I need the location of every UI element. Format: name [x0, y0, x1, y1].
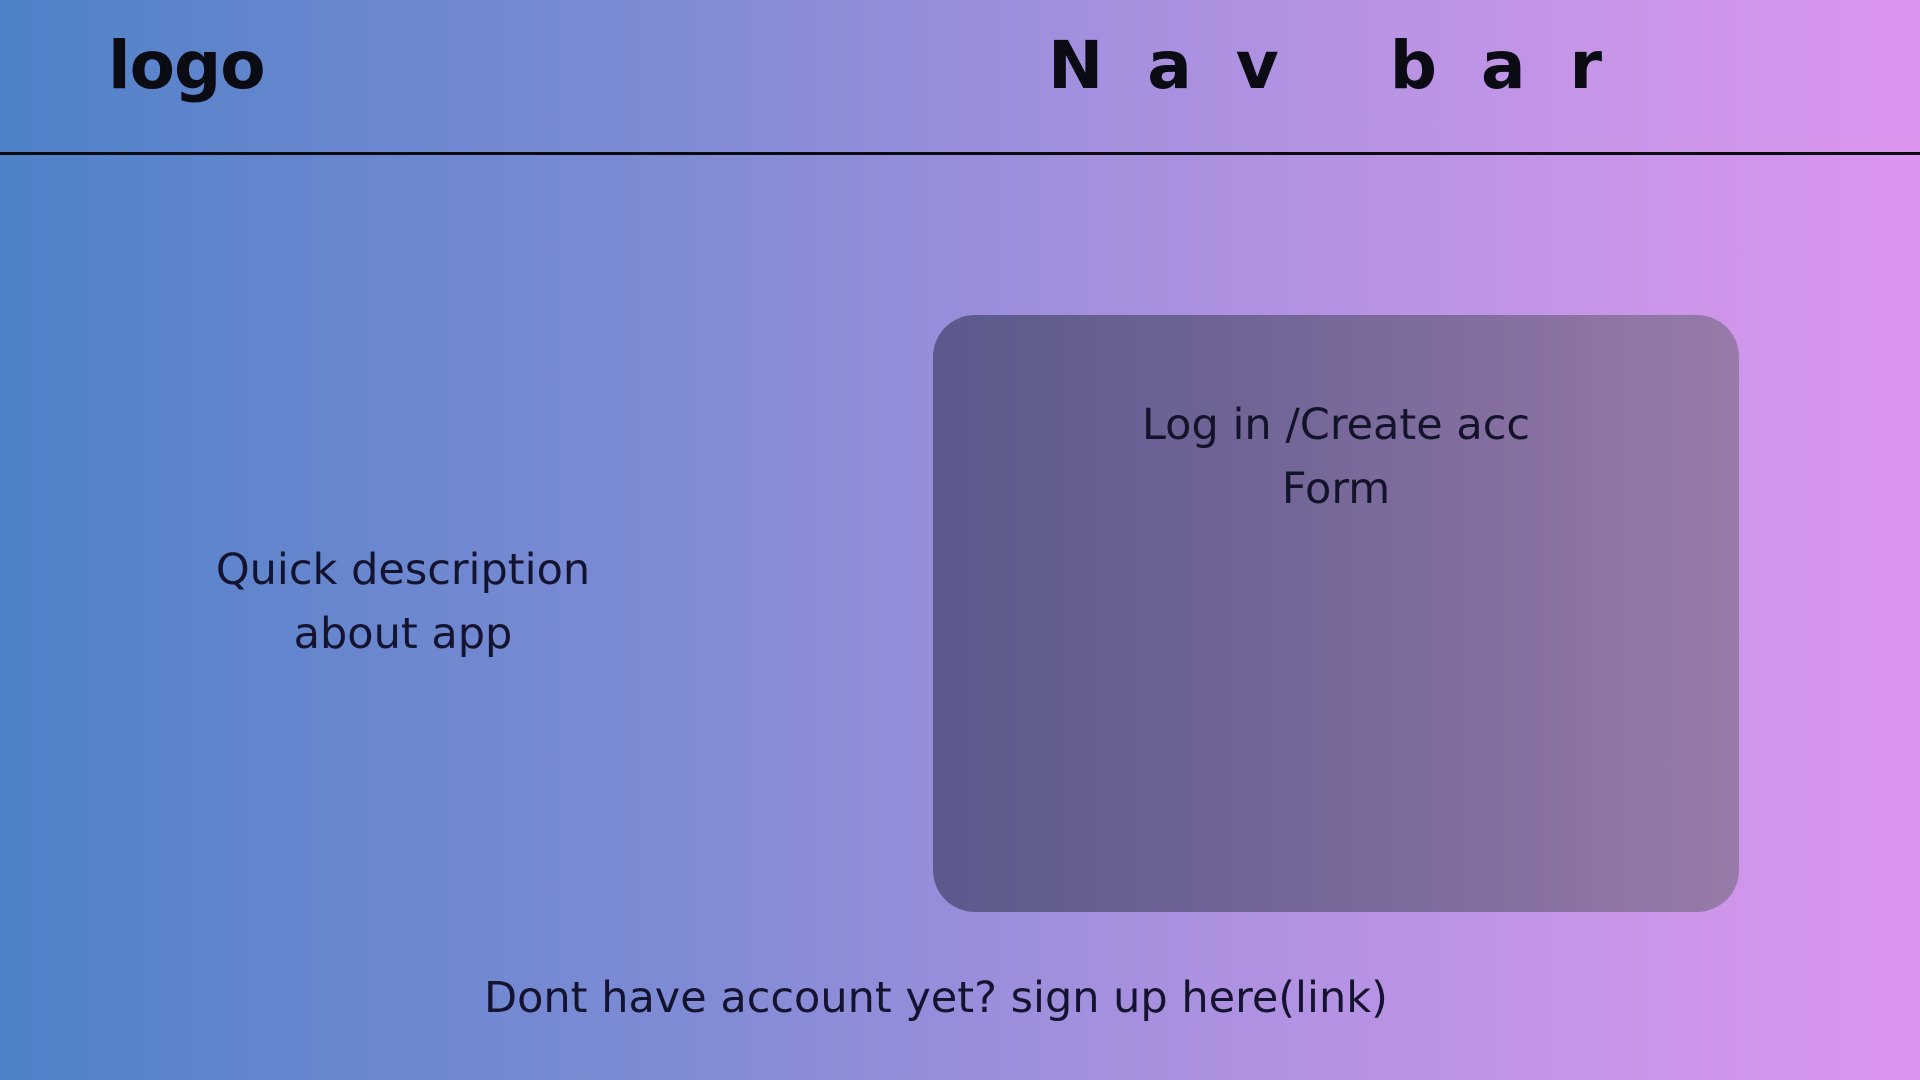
- logo[interactable]: logo: [108, 27, 266, 104]
- form-title-line-1: Log in /Create acc: [1141, 400, 1530, 450]
- signup-link[interactable]: Dont have account yet? sign up here(link…: [484, 973, 1388, 1023]
- app-description-line-2: about app: [293, 609, 513, 659]
- login-create-account-form[interactable]: Log in /Create acc Form: [933, 315, 1739, 912]
- nav-bar[interactable]: Nav bar: [1048, 27, 1647, 104]
- app-description: Quick description about app: [160, 538, 646, 666]
- app-description-line-1: Quick description: [215, 545, 591, 595]
- form-title: Log in /Create acc Form: [933, 393, 1739, 521]
- header-divider: [0, 152, 1920, 155]
- form-title-line-2: Form: [1281, 464, 1391, 514]
- header: logo Nav bar: [0, 0, 1920, 154]
